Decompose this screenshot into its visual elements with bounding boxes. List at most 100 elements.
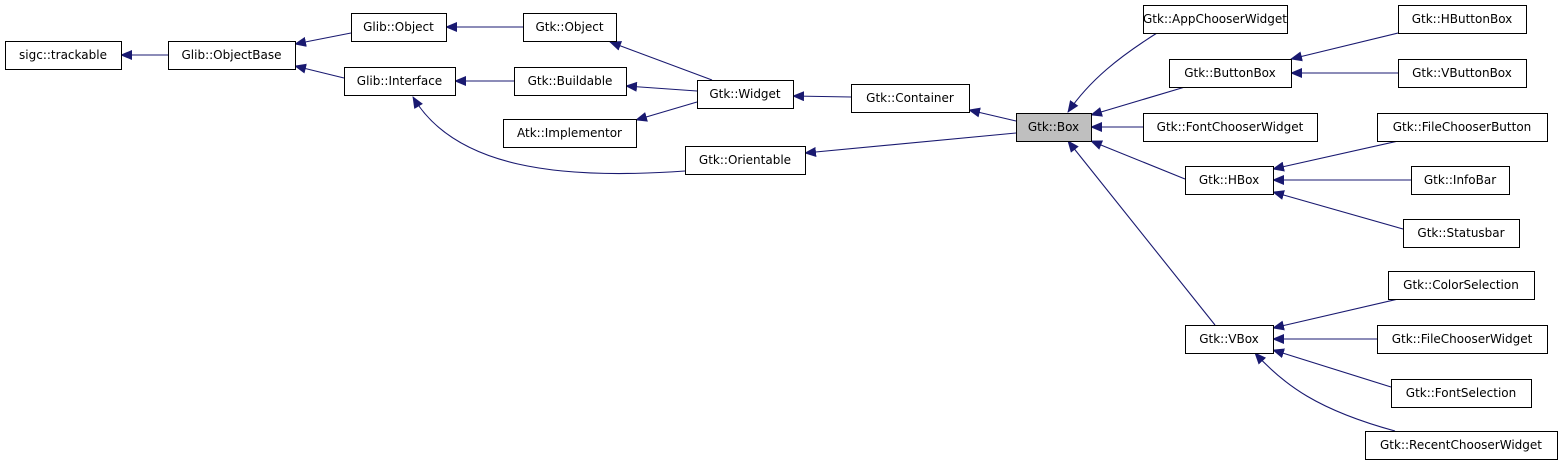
- class-node-gtk-buttonbox[interactable]: Gtk::ButtonBox: [1169, 59, 1292, 88]
- class-node-gtk-orientable[interactable]: Gtk::Orientable: [685, 146, 806, 175]
- node-box: [1411, 166, 1510, 195]
- node-box: [1403, 219, 1520, 248]
- inheritance-edge-gtk-hbox-to-gtk-box: [1090, 140, 1186, 180]
- node-label: Gtk::VBox: [1199, 332, 1259, 346]
- class-node-gtk-statusbar[interactable]: Gtk::Statusbar: [1403, 219, 1520, 248]
- edge-line: [1290, 32, 1399, 62]
- class-node-gtk-recentchooserwidget[interactable]: Gtk::RecentChooserWidget: [1365, 431, 1558, 460]
- class-node-gtk-box[interactable]: Gtk::Box: [1016, 113, 1092, 142]
- class-node-glib-interface[interactable]: Glib::Interface: [344, 67, 456, 96]
- node-box: [5, 41, 122, 70]
- nodes-layer: sigc::trackable Glib::ObjectBase Glib::Obj…: [5, 5, 1558, 460]
- node-label: Gtk::Widget: [709, 87, 781, 101]
- class-node-gtk-vbuttonbox[interactable]: Gtk::VButtonBox: [1398, 59, 1527, 88]
- node-label: Gtk::Statusbar: [1417, 226, 1504, 240]
- node-label: Gtk::FileChooserWidget: [1392, 332, 1533, 346]
- node-label: Gtk::Container: [866, 91, 954, 105]
- inheritance-edge-gtk-filechooserbutton-to-gtk-hbox: [1272, 140, 1399, 172]
- class-node-gtk-fontchooserwidget[interactable]: Gtk::FontChooserWidget: [1143, 113, 1318, 142]
- inheritance-edge-gtk-recentchooserwidget-to-gtk-vbox: [1254, 352, 1396, 432]
- class-node-gtk-buildable[interactable]: Gtk::Buildable: [514, 67, 627, 96]
- edge-line: [1090, 86, 1186, 117]
- edge-line: [412, 96, 686, 175]
- inheritance-edge-glib-interface-to-glib-objectbase: [294, 63, 345, 79]
- edge-line: [609, 41, 713, 81]
- edge-line: [1090, 140, 1186, 180]
- class-node-glib-object[interactable]: Glib::Object: [351, 13, 447, 42]
- node-box: [1391, 379, 1532, 408]
- node-box: [1143, 5, 1288, 34]
- edge-line: [625, 81, 698, 92]
- edge-line: [804, 132, 1017, 157]
- node-label: Gtk::Object: [535, 20, 603, 34]
- node-box: [1377, 325, 1548, 354]
- node-label: Gtk::ColorSelection: [1403, 278, 1519, 292]
- inheritance-edge-gtk-box-to-gtk-orientable: [804, 132, 1017, 157]
- inheritance-edge-gtk-container-to-gtk-widget: [792, 91, 852, 102]
- node-label: Gtk::RecentChooserWidget: [1380, 438, 1542, 452]
- node-label: Gtk::HButtonBox: [1412, 12, 1513, 26]
- inheritance-edge-gtk-hbuttonbox-to-gtk-buttonbox: [1290, 32, 1399, 62]
- edge-line: [1272, 348, 1392, 388]
- node-label: Gtk::Orientable: [699, 153, 791, 167]
- node-box: [168, 41, 296, 70]
- node-box: [1185, 325, 1274, 354]
- inheritance-edge-gtk-statusbar-to-gtk-hbox: [1272, 190, 1404, 230]
- inheritance-edge-gtk-orientable-to-glib-interface: [412, 96, 686, 175]
- node-label: Gtk::AppChooserWidget: [1143, 12, 1287, 26]
- inheritance-edge-gtk-widget-to-gtk-object: [609, 41, 713, 81]
- node-label: sigc::trackable: [19, 48, 107, 62]
- node-label: Gtk::InfoBar: [1424, 173, 1496, 187]
- node-box: [1185, 166, 1274, 195]
- node-box: [351, 13, 447, 42]
- node-box: [851, 84, 970, 113]
- class-node-gtk-filechooserwidget[interactable]: Gtk::FileChooserWidget: [1377, 325, 1548, 354]
- class-node-gtk-fontselection[interactable]: Gtk::FontSelection: [1391, 379, 1532, 408]
- class-node-gtk-vbox[interactable]: Gtk::VBox: [1185, 325, 1274, 354]
- node-label: Gtk::Buildable: [528, 74, 613, 88]
- edge-line: [1067, 32, 1158, 113]
- node-box: [685, 146, 806, 175]
- class-node-gtk-hbox[interactable]: Gtk::HBox: [1185, 166, 1274, 195]
- inheritance-edge-gtk-buttonbox-to-gtk-box: [1090, 86, 1186, 117]
- edge-line: [294, 63, 345, 79]
- node-label: Gtk::ButtonBox: [1184, 66, 1276, 80]
- node-box: [1398, 5, 1527, 34]
- class-node-atk-implementor[interactable]: Atk::Implementor: [503, 119, 637, 148]
- node-label: Gtk::FileChooserButton: [1393, 120, 1532, 134]
- node-label: Gtk::Box: [1028, 120, 1079, 134]
- inheritance-edge-gtk-widget-to-gtk-buildable: [625, 81, 698, 92]
- class-node-sigc-trackable[interactable]: sigc::trackable: [5, 41, 122, 70]
- edge-line: [1272, 298, 1399, 331]
- edge-line: [635, 101, 698, 122]
- node-box: [514, 67, 627, 96]
- class-node-gtk-widget[interactable]: Gtk::Widget: [697, 80, 794, 109]
- class-node-gtk-infobar[interactable]: Gtk::InfoBar: [1411, 166, 1510, 195]
- class-node-glib-objectbase[interactable]: Glib::ObjectBase: [168, 41, 296, 70]
- node-label: Gtk::HBox: [1199, 173, 1259, 187]
- inheritance-edge-gtk-widget-to-atk-implementor: [635, 101, 698, 122]
- node-box: [1169, 59, 1292, 88]
- inheritance-edge-gtk-box-to-gtk-container: [968, 107, 1017, 122]
- class-node-gtk-object[interactable]: Gtk::Object: [523, 13, 617, 42]
- edge-line: [294, 32, 352, 47]
- node-label: Glib::ObjectBase: [182, 48, 282, 62]
- edge-line: [792, 91, 852, 102]
- class-node-gtk-hbuttonbox[interactable]: Gtk::HButtonBox: [1398, 5, 1527, 34]
- class-node-gtk-appchooserwidget[interactable]: Gtk::AppChooserWidget: [1143, 5, 1288, 34]
- node-label: Glib::Interface: [357, 74, 442, 88]
- node-box: [1143, 113, 1318, 142]
- class-node-gtk-filechooserbutton[interactable]: Gtk::FileChooserButton: [1377, 113, 1548, 142]
- node-label: Gtk::FontChooserWidget: [1157, 120, 1304, 134]
- node-box: [1398, 59, 1527, 88]
- node-box: [523, 13, 617, 42]
- node-box: [1388, 271, 1535, 300]
- node-box: [697, 80, 794, 109]
- class-node-gtk-colorselection[interactable]: Gtk::ColorSelection: [1388, 271, 1535, 300]
- inheritance-edge-gtk-fontselection-to-gtk-vbox: [1272, 348, 1392, 388]
- class-node-gtk-container[interactable]: Gtk::Container: [851, 84, 970, 113]
- node-box: [1377, 113, 1548, 142]
- node-label: Glib::Object: [363, 20, 434, 34]
- node-box: [344, 67, 456, 96]
